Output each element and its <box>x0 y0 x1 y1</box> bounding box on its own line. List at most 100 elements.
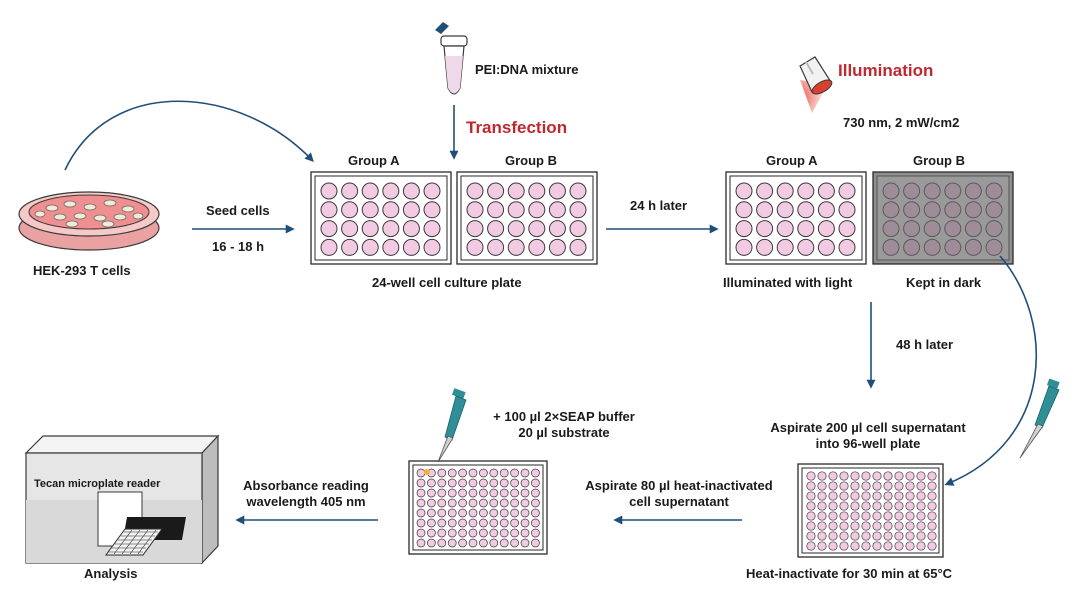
well <box>735 201 753 219</box>
well <box>487 220 505 238</box>
well <box>944 238 962 256</box>
well <box>944 220 962 238</box>
label-group-a: Group A <box>348 153 400 168</box>
well <box>468 468 478 478</box>
well <box>569 201 587 219</box>
well <box>427 498 436 508</box>
plate-96-seap <box>408 460 548 555</box>
well <box>927 511 937 521</box>
well <box>923 238 941 256</box>
well <box>894 501 904 511</box>
well <box>817 541 827 551</box>
well <box>531 488 540 498</box>
well <box>850 521 860 531</box>
well <box>905 541 915 551</box>
plate-24-group-a <box>310 171 452 265</box>
well <box>427 528 436 538</box>
label-aspirate-200: Aspirate 200 µl cell supernatant into 96… <box>736 420 1000 452</box>
well <box>382 238 400 256</box>
well <box>735 238 753 256</box>
label-illuminated: Illuminated with light <box>723 275 853 290</box>
well <box>894 531 904 541</box>
well <box>872 521 882 531</box>
well <box>927 491 937 501</box>
well <box>458 468 467 478</box>
well <box>479 538 488 548</box>
well <box>499 498 509 508</box>
well <box>531 528 540 538</box>
well <box>905 481 915 491</box>
well <box>499 488 509 498</box>
well <box>923 182 941 200</box>
well <box>735 220 753 238</box>
well <box>828 471 838 481</box>
well <box>489 508 499 518</box>
well <box>839 481 849 491</box>
well <box>894 521 904 531</box>
well <box>402 201 420 219</box>
well <box>927 541 937 551</box>
label-seap: + 100 µl 2×SEAP buffer 20 µl substrate <box>472 409 656 441</box>
well <box>923 220 941 238</box>
well <box>341 238 359 256</box>
well <box>510 488 519 498</box>
well <box>903 201 921 219</box>
well <box>828 481 838 491</box>
well <box>916 511 926 521</box>
well <box>487 182 505 200</box>
well <box>528 201 546 219</box>
well <box>776 182 794 200</box>
well <box>437 528 447 538</box>
well <box>531 538 540 548</box>
pipette-icon <box>424 388 467 475</box>
well <box>964 182 982 200</box>
well <box>489 488 499 498</box>
well <box>447 518 457 528</box>
well <box>838 238 856 256</box>
label-heat-inactivate: Heat-inactivate for 30 min at 65°C <box>746 566 953 581</box>
well <box>905 501 915 511</box>
well <box>427 518 436 528</box>
well <box>507 220 525 238</box>
well <box>569 220 587 238</box>
well <box>985 182 1003 200</box>
label-reader: Tecan microplate reader <box>34 478 161 490</box>
well <box>806 491 816 501</box>
well <box>458 508 467 518</box>
well <box>479 508 488 518</box>
well <box>416 518 426 528</box>
label-aspirate-200-line1: Aspirate 200 µl cell supernatant <box>770 420 966 435</box>
plate-24-group-b <box>456 171 598 265</box>
well <box>861 491 871 501</box>
well <box>883 511 893 521</box>
well <box>447 508 457 518</box>
arrow-dark-to-96 <box>944 255 1037 486</box>
well <box>839 491 849 501</box>
well <box>416 488 426 498</box>
well <box>883 481 893 491</box>
well <box>466 201 484 219</box>
well <box>489 498 499 508</box>
well <box>903 220 921 238</box>
label-light-spec: 730 nm, 2 mW/cm2 <box>843 115 960 130</box>
well <box>531 508 540 518</box>
well <box>916 481 926 491</box>
well <box>479 478 488 488</box>
label-24-well-plate: 24-well cell culture plate <box>372 275 522 290</box>
well <box>817 521 827 531</box>
well <box>437 538 447 548</box>
well <box>806 521 816 531</box>
well <box>916 501 926 511</box>
well <box>903 238 921 256</box>
well <box>894 471 904 481</box>
well <box>916 471 926 481</box>
well <box>839 521 849 531</box>
label-kept-dark: Kept in dark <box>906 275 982 290</box>
well <box>838 182 856 200</box>
well <box>923 201 941 219</box>
well <box>382 201 400 219</box>
well <box>531 468 540 478</box>
well <box>499 528 509 538</box>
well <box>468 488 478 498</box>
well <box>341 201 359 219</box>
